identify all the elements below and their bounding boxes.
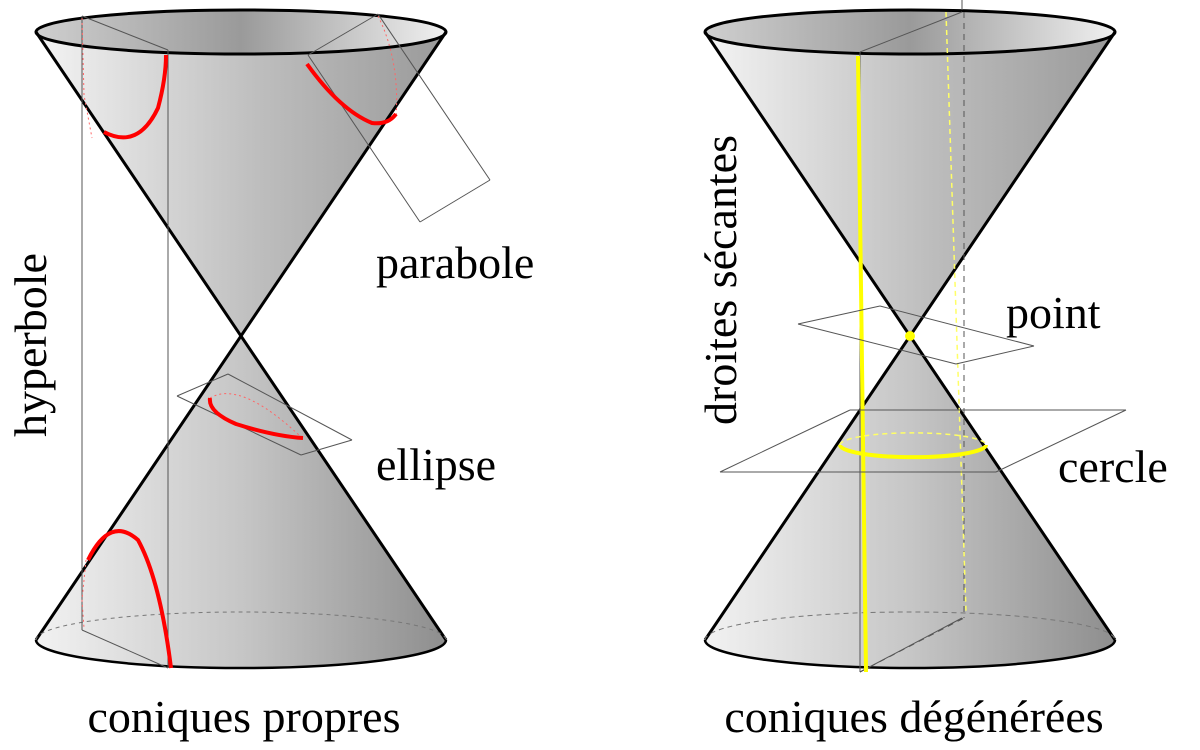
label-coniques-propres: coniques propres xyxy=(88,691,401,742)
label-coniques-degenerees: coniques dégénérées xyxy=(724,691,1103,742)
hyperbola-lower-hidden xyxy=(81,559,87,629)
parabola-curve xyxy=(305,62,398,126)
hyperbola-lower-branch xyxy=(86,529,173,669)
label-point: point xyxy=(1006,287,1101,338)
left-double-cone xyxy=(34,8,491,670)
hyperbola-plane xyxy=(81,15,169,669)
right-upper-cone xyxy=(705,12,1115,336)
label-hyperbole: hyperbole xyxy=(5,253,56,437)
right-bottom-rim-hidden xyxy=(704,611,1116,641)
left-top-rim xyxy=(34,8,448,56)
right-lower-cone xyxy=(705,336,1115,668)
label-droites-secantes: droites sécantes xyxy=(695,135,746,425)
bottom-hidden-diagonal xyxy=(859,617,965,673)
apex-point xyxy=(905,331,915,341)
parabola-plane xyxy=(307,13,491,223)
ellipse-curve xyxy=(207,397,304,440)
right-double-cone xyxy=(703,0,1127,673)
right-bottom-rim xyxy=(703,639,1117,670)
secant-line-hidden xyxy=(945,11,967,613)
label-cercle: cercle xyxy=(1058,441,1168,492)
point-plane xyxy=(797,305,1035,365)
left-bottom-rim xyxy=(34,639,448,670)
left-lower-cone xyxy=(36,336,446,668)
left-bottom-rim-hidden xyxy=(35,611,447,641)
left-upper-cone xyxy=(36,12,446,336)
secant-line-visible xyxy=(856,55,868,673)
circle-plane xyxy=(719,409,1127,473)
hyperbola-upper-branch xyxy=(103,54,168,140)
circle-curve-hidden xyxy=(839,432,987,446)
circle-curve xyxy=(838,444,988,460)
label-parabole: parabole xyxy=(376,237,534,288)
label-ellipse: ellipse xyxy=(376,439,496,490)
hyperbola-upper-hidden xyxy=(81,17,93,139)
parabola-hidden xyxy=(377,15,398,119)
